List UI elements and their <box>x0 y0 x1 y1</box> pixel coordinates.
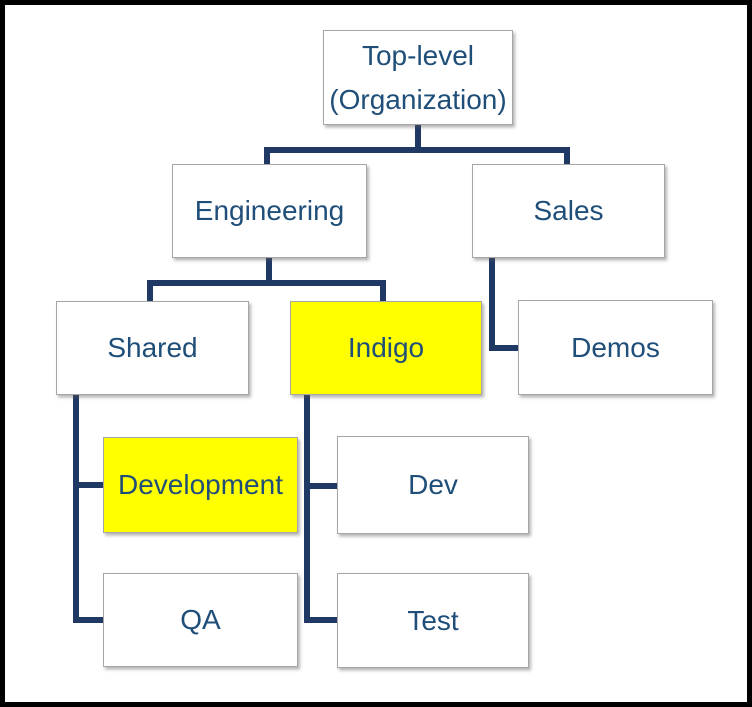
node-indigo-label: Indigo <box>347 332 425 364</box>
node-development: Development <box>103 437 298 533</box>
node-demos: Demos <box>518 300 713 395</box>
node-demos-label: Demos <box>571 331 660 363</box>
node-indigo: Indigo <box>290 301 482 395</box>
node-engineering-label: Engineering <box>194 195 345 227</box>
connector-engineering-children <box>147 280 386 302</box>
node-dev-label: Dev <box>408 469 458 501</box>
node-sales: Sales <box>472 164 665 258</box>
node-dev: Dev <box>337 436 529 534</box>
node-shared: Shared <box>56 301 249 395</box>
node-shared-label: Shared <box>107 332 198 364</box>
node-qa: QA <box>103 573 298 667</box>
connector-indigo-children <box>304 394 338 623</box>
node-top-level-label-line2: (Organization) <box>329 83 507 115</box>
node-sales-label: Sales <box>533 195 604 227</box>
connector-sales-demos <box>489 257 519 351</box>
node-qa-label: QA <box>180 604 221 636</box>
node-engineering: Engineering <box>172 164 367 258</box>
connector-shared-children <box>73 394 104 623</box>
connector-top-children <box>264 147 570 165</box>
node-top-level-label-line1: Top-level <box>361 40 475 72</box>
node-development-label: Development <box>118 469 283 501</box>
node-test: Test <box>337 573 529 668</box>
node-test-label: Test <box>407 604 459 636</box>
node-top-level: Top-level (Organization) <box>323 30 513 125</box>
